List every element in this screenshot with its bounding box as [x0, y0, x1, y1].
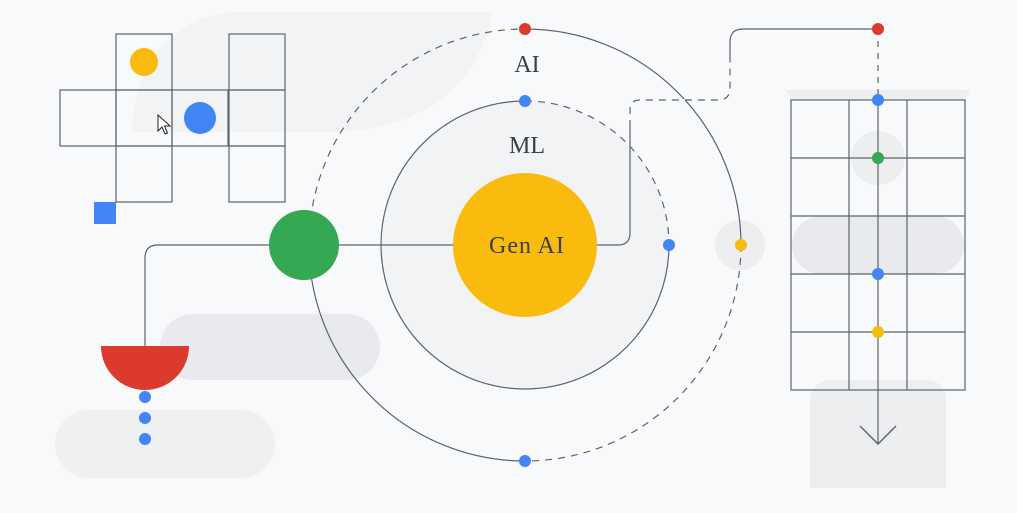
blue-dot-ai-bottom: [519, 455, 531, 467]
red-dot-top-right: [872, 23, 884, 35]
square-grid-top-left: [59, 33, 286, 203]
blue-dot-trail-1: [139, 391, 151, 403]
blue-dot-ml-right: [663, 239, 675, 251]
arrow-down-icon: [859, 425, 897, 445]
blue-dot: [184, 102, 216, 134]
gen-ai-label: Gen AI: [489, 233, 565, 259]
blue-dot-grid-top: [872, 94, 884, 106]
pill-shape-bottom-left: [55, 410, 275, 478]
blue-square: [94, 202, 116, 224]
leaf-background-shape: [132, 12, 492, 132]
gen-ai-circle: [453, 173, 597, 317]
red-half-circle: [101, 346, 189, 390]
blue-dot-ml-top: [519, 95, 531, 107]
connector-dashed-overlay: [629, 60, 731, 120]
green-dot-grid: [872, 152, 884, 164]
blue-dot-trail-3: [139, 433, 151, 445]
yellow-dot-ai-right: [735, 239, 747, 251]
mouse-cursor-icon: [157, 113, 172, 135]
yellow-dot-grid: [872, 326, 884, 338]
red-dot-top: [519, 23, 531, 35]
yellow-dot: [130, 48, 158, 76]
connector-left-to-funnel: [144, 244, 270, 350]
blue-dot-trail-2: [139, 412, 151, 424]
ml-label: ML: [509, 133, 545, 159]
pill-shape-center: [160, 314, 380, 380]
ml-circle-solid-arc: [380, 100, 670, 390]
ml-circle-dashed-arc: [524, 100, 670, 246]
ai-circle-dashed-arc-right: [524, 244, 742, 462]
blue-dot-grid-middle: [872, 268, 884, 280]
ai-circle-dashed-arc-left: [308, 28, 526, 246]
ai-circle-solid-arc-bottom-left: [308, 244, 526, 462]
ai-label: AI: [514, 52, 539, 78]
ai-circle-solid-arc: [524, 28, 742, 246]
green-circle-left: [269, 210, 339, 280]
